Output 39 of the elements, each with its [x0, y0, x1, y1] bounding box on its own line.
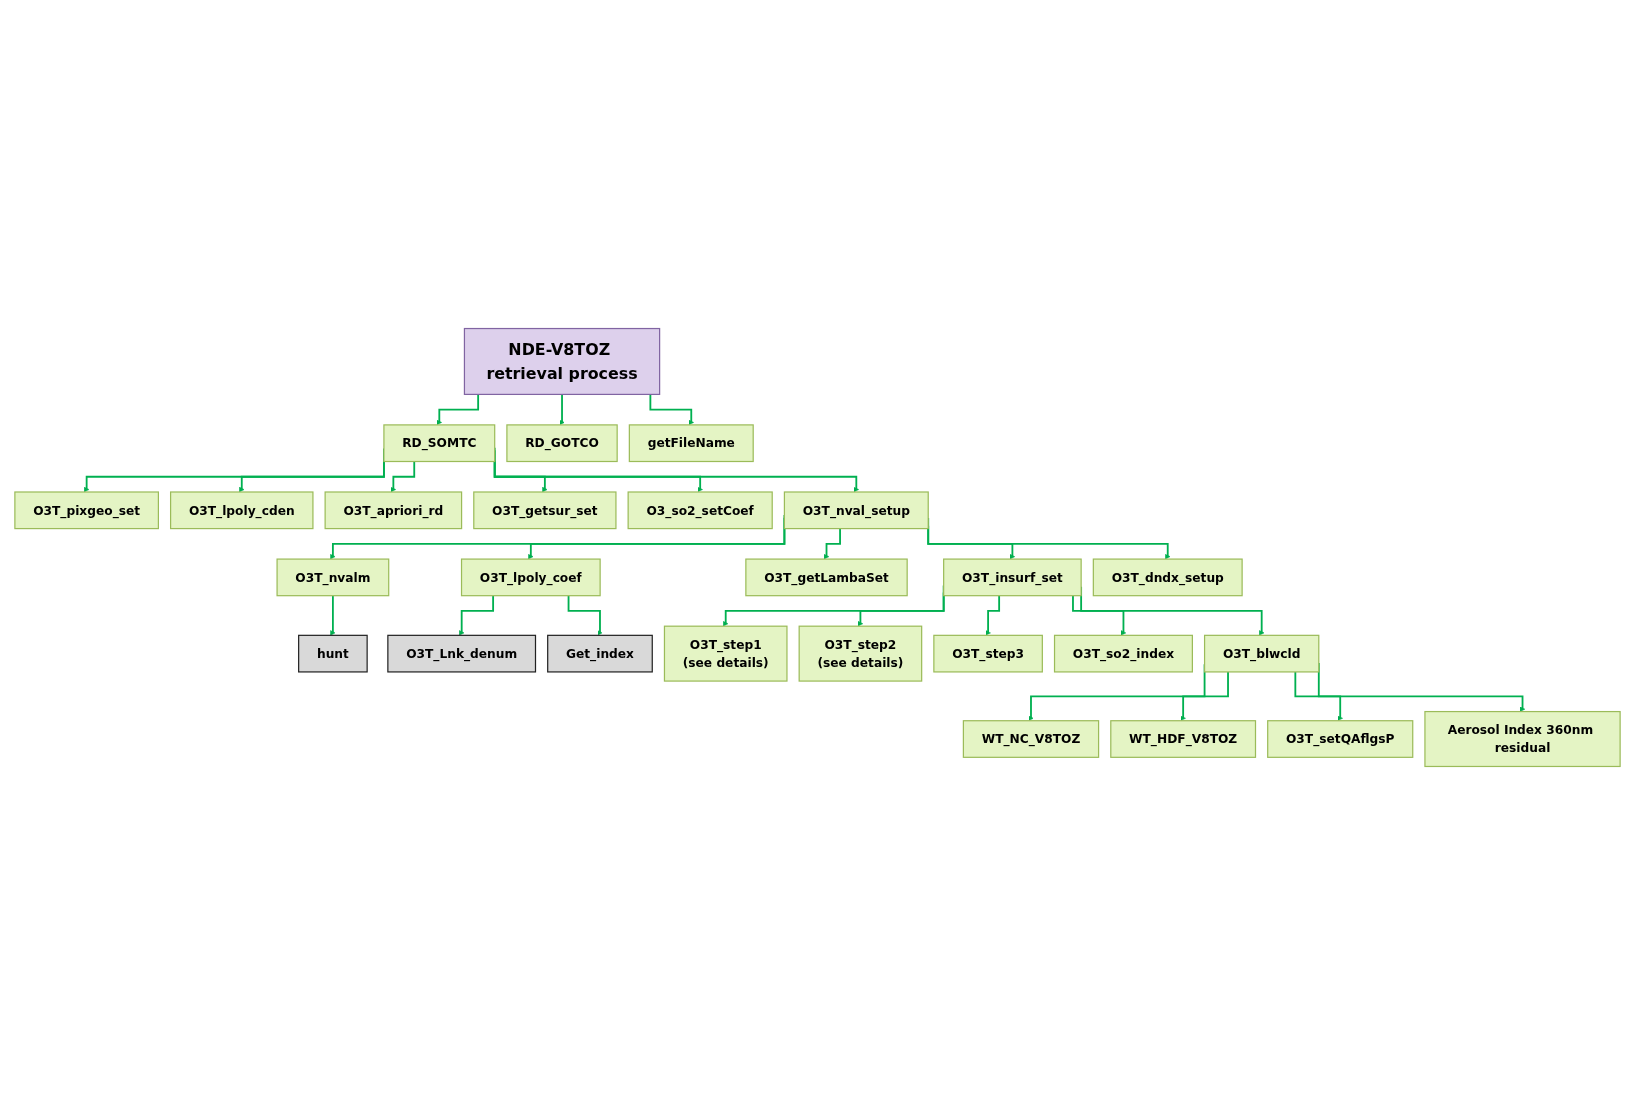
node-box: O3T_lpoly_cden	[170, 491, 314, 530]
node-box: O3T_getsur_set	[473, 491, 617, 530]
node-box: RD_SOMTC	[383, 424, 496, 463]
node-box: O3T_setQAflgsP	[1267, 720, 1414, 758]
arrow	[567, 594, 603, 636]
arrow	[1180, 671, 1229, 721]
arrow	[985, 594, 1001, 636]
node-box: O3T_lpoly_coef	[460, 558, 601, 597]
arrow	[559, 393, 565, 426]
node-box: O3T_blwcld	[1203, 634, 1320, 673]
node-box: O3T_dndx_setup	[1092, 558, 1243, 597]
node-box: getFileName	[628, 424, 754, 463]
node-box: O3T_getLambaSet	[745, 558, 908, 597]
arrow	[1294, 671, 1343, 721]
node-box: O3T_step1 (see details)	[663, 625, 788, 682]
node-box: O3T_step3	[933, 634, 1043, 673]
arrow	[649, 393, 694, 426]
node-box: O3_so2_setCoef	[627, 491, 773, 530]
node-box: WT_HDF_V8TOZ	[1110, 720, 1257, 758]
arrow	[1072, 594, 1127, 636]
node-box: O3T_Lnk_denum	[387, 634, 537, 673]
node-box: O3T_insurf_set	[943, 558, 1082, 597]
node-box: O3T_pixgeo_set	[14, 491, 159, 530]
node-box: O3T_so2_index	[1053, 634, 1193, 673]
node-box: Get_index	[547, 634, 653, 673]
node-box: NDE-V8TOZ retrieval process	[463, 327, 661, 395]
node-box: hunt	[298, 634, 368, 673]
node-box: WT_NC_V8TOZ	[962, 720, 1100, 758]
node-box: O3T_nval_setup	[783, 491, 929, 530]
arrow	[390, 460, 416, 493]
arrow	[330, 594, 336, 636]
arrow	[823, 527, 841, 560]
node-box: Aerosol Index 360nm residual	[1424, 710, 1621, 768]
arrow	[436, 393, 480, 426]
node-box: RD_GOTCO	[506, 424, 618, 463]
arrow	[459, 594, 495, 636]
node-box: O3T_apriori_rd	[324, 491, 463, 530]
node-box: O3T_nvalm	[276, 558, 390, 597]
node-box: O3T_step2 (see details)	[798, 625, 923, 682]
